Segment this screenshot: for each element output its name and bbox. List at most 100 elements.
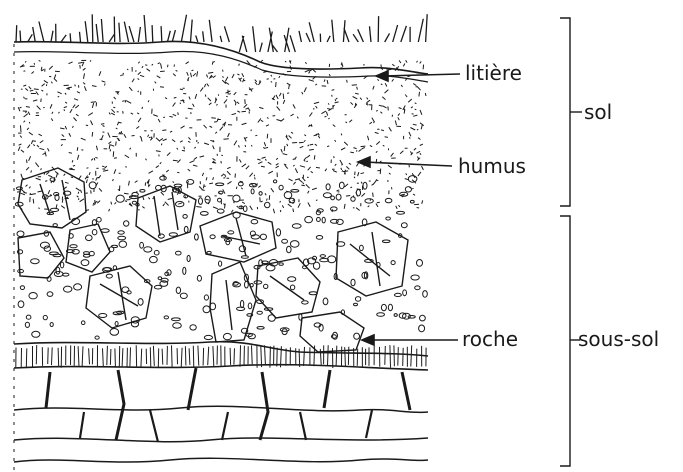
pebble [26, 315, 31, 319]
pebble [388, 304, 392, 310]
pebble [43, 315, 47, 319]
pebble [217, 209, 224, 213]
pebble [251, 220, 258, 224]
pebble [257, 327, 264, 330]
pebble [323, 298, 328, 305]
pebble [291, 190, 299, 193]
pebble [132, 201, 136, 204]
pebble [92, 230, 97, 235]
pebble [419, 325, 425, 332]
pebble [160, 281, 168, 287]
pebble [322, 217, 325, 223]
pebble [203, 306, 210, 313]
pebble [70, 245, 77, 248]
pebble [117, 311, 124, 314]
pebble [377, 313, 385, 317]
grass-layer [16, 14, 427, 52]
pebble [360, 245, 364, 250]
pebble [394, 314, 397, 317]
pebble [411, 275, 419, 280]
pebble [50, 208, 59, 211]
pebble [408, 316, 415, 319]
rock-fragment [136, 186, 196, 242]
pebble [89, 182, 96, 189]
pebble [119, 241, 127, 247]
pebble [336, 194, 341, 200]
pebble [97, 217, 102, 222]
pebble [408, 176, 417, 183]
pebble [381, 304, 386, 310]
bedrock-layer-line [14, 438, 428, 442]
pebble [118, 231, 124, 234]
pebble [169, 233, 177, 237]
roche-label: roche [462, 327, 518, 351]
pebble [219, 261, 222, 266]
pebble [276, 229, 280, 236]
pebble [243, 206, 247, 212]
pebble [25, 322, 29, 327]
pebble [254, 281, 262, 284]
pebble [106, 274, 112, 278]
pebble [284, 192, 292, 199]
bedrock-crack [80, 410, 372, 442]
sous-sol-bracket-shape [560, 216, 570, 466]
pebble [63, 286, 71, 292]
pebble [53, 224, 57, 227]
humus-speckles [17, 60, 426, 213]
pebble [99, 314, 107, 318]
pebble [183, 267, 186, 274]
pebble [86, 235, 93, 241]
pebble [397, 211, 405, 214]
pebble [31, 259, 40, 264]
pebble [20, 286, 24, 290]
pebble [160, 176, 167, 180]
pebble [74, 284, 82, 290]
pebble [173, 323, 182, 329]
pebble [401, 223, 407, 228]
ground-surface-line [14, 42, 428, 74]
bedrock-striations [16, 345, 426, 368]
pebble [331, 196, 335, 200]
pebble [81, 260, 89, 266]
pebble [17, 231, 24, 237]
grass-blades [16, 14, 427, 52]
pebble [138, 299, 143, 306]
pebble [174, 184, 182, 187]
pebble [210, 235, 215, 239]
bedrock-layer-line [14, 406, 428, 412]
pebble [199, 198, 203, 205]
rock-fragment [300, 312, 364, 352]
bedrock-crack [46, 368, 410, 440]
pebble [233, 195, 240, 202]
pebble [238, 182, 243, 186]
sous-sol-label: sous-sol [578, 327, 659, 351]
pebble [279, 263, 283, 265]
pebble [150, 256, 158, 262]
bedrock-band [14, 342, 428, 370]
pebble [391, 261, 395, 265]
label-pointers [358, 71, 460, 345]
pebble [386, 217, 391, 220]
pebble [144, 247, 152, 252]
pebble [257, 311, 262, 314]
pebble [240, 300, 243, 307]
pebble [351, 279, 355, 286]
pebble [302, 301, 309, 304]
pebble [187, 255, 190, 261]
pebble [47, 292, 53, 297]
pebble [204, 335, 212, 339]
pebble [305, 216, 313, 222]
pebble [365, 199, 373, 203]
pebble [292, 224, 301, 228]
pebble [176, 287, 180, 293]
pebble [110, 329, 119, 336]
pebble [204, 295, 208, 300]
pebble [164, 316, 168, 319]
pebble [197, 275, 201, 281]
pebble [323, 193, 331, 198]
pebble [415, 286, 420, 290]
pebble [124, 221, 129, 226]
pebble [260, 234, 266, 239]
pebble [265, 202, 270, 207]
pebble [207, 251, 211, 254]
